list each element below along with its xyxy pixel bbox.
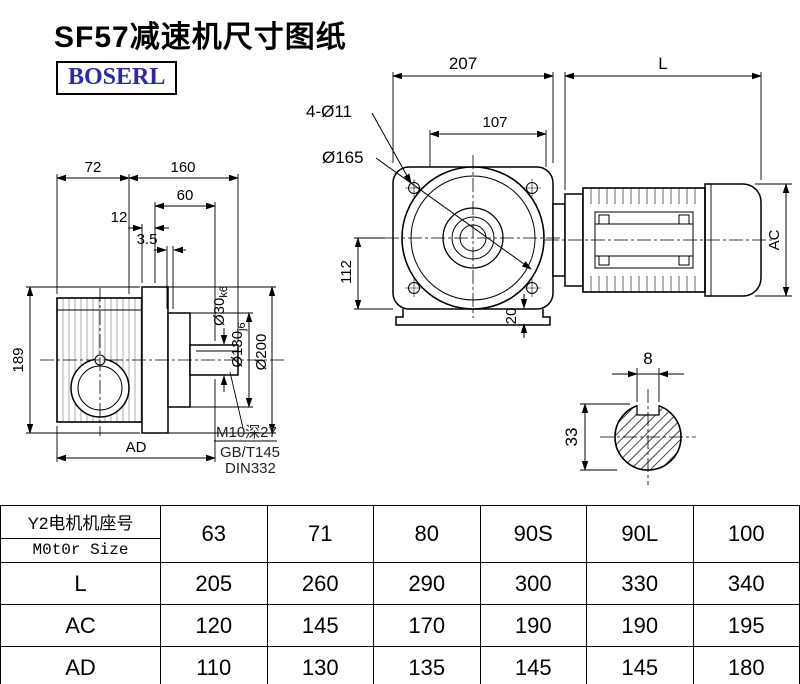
- value-l-80: 290: [373, 562, 481, 605]
- value-l-90l: 330: [586, 562, 694, 605]
- table-row-l: L 205 260 290 300 330 340: [0, 562, 800, 605]
- motor-frame-label-en: M0t0r Size: [32, 541, 129, 559]
- row-label-l: L: [0, 562, 161, 605]
- dim-label-165: Ø165: [322, 148, 364, 167]
- left-side-view: 72 160 60 12 3.5 189 AD Ø30k6 Ø130j6 Ø20…: [10, 159, 285, 477]
- page-title: SF57减速机尺寸图纸: [54, 21, 347, 54]
- motor-size-80: 80: [373, 505, 481, 563]
- dim-label-160: 160: [170, 159, 195, 176]
- table-row-ad: AD 110 130 135 145 145 180: [0, 646, 800, 684]
- motor-size-71: 71: [266, 505, 374, 563]
- value-ac-100: 195: [692, 604, 800, 647]
- table-header-motor-size: Y2电机机座号 M0t0r Size: [0, 505, 161, 563]
- callout-gb-standard: GB/T145: [220, 444, 280, 461]
- technical-drawing: 72 160 60 12 3.5 189 AD Ø30k6 Ø130j6 Ø20…: [10, 54, 792, 485]
- row-label-ad: AD: [0, 646, 161, 684]
- dim-label-l: L: [658, 54, 667, 73]
- dim-label-bolt-holes: 4-Ø11: [306, 102, 352, 121]
- value-ad-71: 130: [266, 646, 374, 684]
- value-ac-90l: 190: [586, 604, 694, 647]
- value-ac-63: 120: [160, 604, 268, 647]
- dim-label-flange-diameter: Ø200: [253, 334, 270, 371]
- motor-size-90s: 90S: [479, 505, 587, 563]
- front-view: 207 L 4-Ø11 107 Ø165 112 20 AC: [306, 54, 792, 338]
- value-l-100: 340: [692, 562, 800, 605]
- dim-label-ac: AC: [766, 229, 783, 250]
- brand-logo: BOSERL: [56, 61, 178, 95]
- value-ad-90l: 145: [586, 646, 694, 684]
- motor-frame-label-cn: Y2电机机座号: [1, 506, 160, 539]
- motor-size-100: 100: [692, 505, 800, 563]
- dim-label-207: 207: [449, 54, 477, 73]
- value-ac-80: 170: [373, 604, 481, 647]
- motor-size-table: Y2电机机座号 M0t0r Size 63 71 80 90S 90L 100 …: [0, 505, 800, 684]
- motor-size-63: 63: [160, 505, 268, 563]
- callout-din-standard: DIN332: [225, 460, 276, 477]
- dim-label-189: 189: [10, 347, 27, 372]
- value-ac-71: 145: [266, 604, 374, 647]
- dim-label-112: 112: [338, 260, 355, 284]
- dim-label-107: 107: [482, 114, 507, 131]
- shaft-section-view: 8 33: [562, 349, 696, 485]
- dim-label-20: 20: [503, 308, 520, 325]
- dim-label-72: 72: [85, 159, 102, 176]
- dim-label-33: 33: [562, 428, 581, 447]
- dim-label-shaft-diameter: Ø30k6: [211, 286, 230, 326]
- callout-tap-thread: M10深27: [216, 424, 277, 441]
- dim-label-8: 8: [643, 349, 652, 368]
- dim-label-ad: AD: [126, 439, 147, 456]
- value-ac-90s: 190: [479, 604, 587, 647]
- dim-label-60: 60: [177, 187, 194, 204]
- value-l-90s: 300: [479, 562, 587, 605]
- dim-label-3-5: 3.5: [137, 231, 158, 248]
- motor-size-90l: 90L: [586, 505, 694, 563]
- value-ad-63: 110: [160, 646, 268, 684]
- dim-label-12: 12: [111, 209, 128, 226]
- value-l-63: 205: [160, 562, 268, 605]
- value-ad-100: 180: [692, 646, 800, 684]
- table-row-ac: AC 120 145 170 190 190 195: [0, 604, 800, 647]
- value-ad-80: 135: [373, 646, 481, 684]
- value-ad-90s: 145: [479, 646, 587, 684]
- dim-label-spigot-diameter: Ø130j6: [229, 322, 248, 367]
- table-header-row: Y2电机机座号 M0t0r Size 63 71 80 90S 90L 100: [0, 505, 800, 563]
- value-l-71: 260: [266, 562, 374, 605]
- row-label-ac: AC: [0, 604, 161, 647]
